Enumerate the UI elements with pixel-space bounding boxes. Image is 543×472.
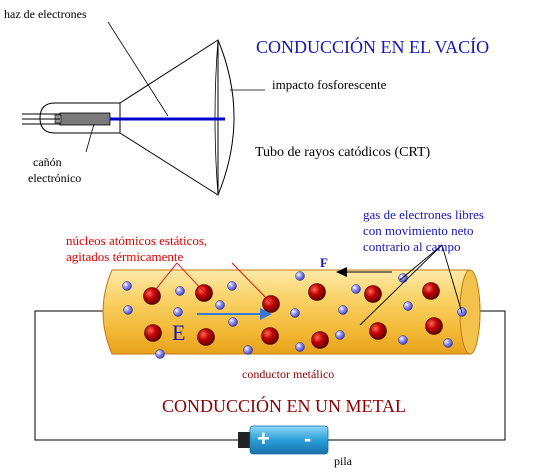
- vacuum-title: CONDUCCIÓN EN EL VACÍO: [256, 37, 490, 57]
- nucleus: [261, 327, 279, 345]
- crt-tube: [22, 21, 265, 196]
- battery-plus: +: [257, 426, 270, 451]
- electron: [403, 301, 413, 311]
- electron: [173, 307, 183, 317]
- electron: [351, 284, 361, 294]
- force-label: F: [320, 255, 328, 270]
- gas-label-line2: con movimiento neto: [363, 223, 474, 238]
- crt-caption: Tubo de rayos catódicos (CRT): [255, 145, 431, 160]
- conductor-label: conductor metálico: [242, 367, 335, 381]
- electron: [398, 335, 408, 345]
- electron: [215, 300, 225, 310]
- beam-label: haz de electrones: [4, 7, 87, 21]
- nucleus: [195, 284, 213, 302]
- nucleus: [143, 287, 161, 305]
- crt-neck: [39, 102, 120, 134]
- electron: [122, 281, 132, 291]
- nucleus: [197, 328, 215, 346]
- battery-label: pila: [334, 454, 352, 468]
- nucleus: [422, 282, 440, 300]
- electron: [243, 345, 253, 355]
- gas-label-line3: contrario al campo: [363, 239, 461, 254]
- nucleus: [369, 322, 387, 340]
- nuclei-label-line2: agitados térmicamente: [66, 249, 184, 264]
- nucleus: [308, 283, 326, 301]
- electron-gun: [59, 112, 111, 126]
- electron: [443, 338, 453, 348]
- electron: [338, 305, 348, 315]
- nucleus: [311, 331, 329, 349]
- field-arrow-head: [260, 308, 272, 320]
- nucleus: [425, 317, 443, 335]
- electron: [175, 286, 185, 296]
- nucleus: [262, 295, 280, 313]
- circuit-wires: [34, 310, 506, 441]
- electron: [155, 349, 165, 359]
- battery-minus: -: [304, 426, 312, 451]
- electron: [295, 342, 305, 352]
- force-arrow-head: [336, 267, 347, 277]
- gun-label-line1: cañón: [33, 155, 62, 169]
- gas-leaders: [359, 244, 463, 326]
- nuclei-label-line1: núcleos atómicos estáticos,: [66, 233, 208, 248]
- electron: [228, 317, 238, 327]
- electron: [290, 308, 300, 318]
- nucleus: [364, 285, 382, 303]
- nucleus: [144, 324, 162, 342]
- gas-label-line1: gas de electrones libres: [363, 207, 484, 222]
- nuclei-leaders: [151, 262, 272, 304]
- electron: [123, 305, 133, 315]
- battery: [238, 425, 329, 455]
- crt-screen: [217, 39, 235, 196]
- nuclei-layer: [143, 282, 443, 349]
- impact-label: impacto fosforescente: [272, 77, 387, 92]
- electron: [335, 330, 345, 340]
- electron: [295, 271, 305, 281]
- field-label: E: [172, 320, 186, 345]
- electron: [227, 281, 237, 291]
- metal-title: CONDUCCIÓN EN UN METAL: [162, 396, 407, 416]
- gun-label-line2: electrónico: [28, 171, 82, 185]
